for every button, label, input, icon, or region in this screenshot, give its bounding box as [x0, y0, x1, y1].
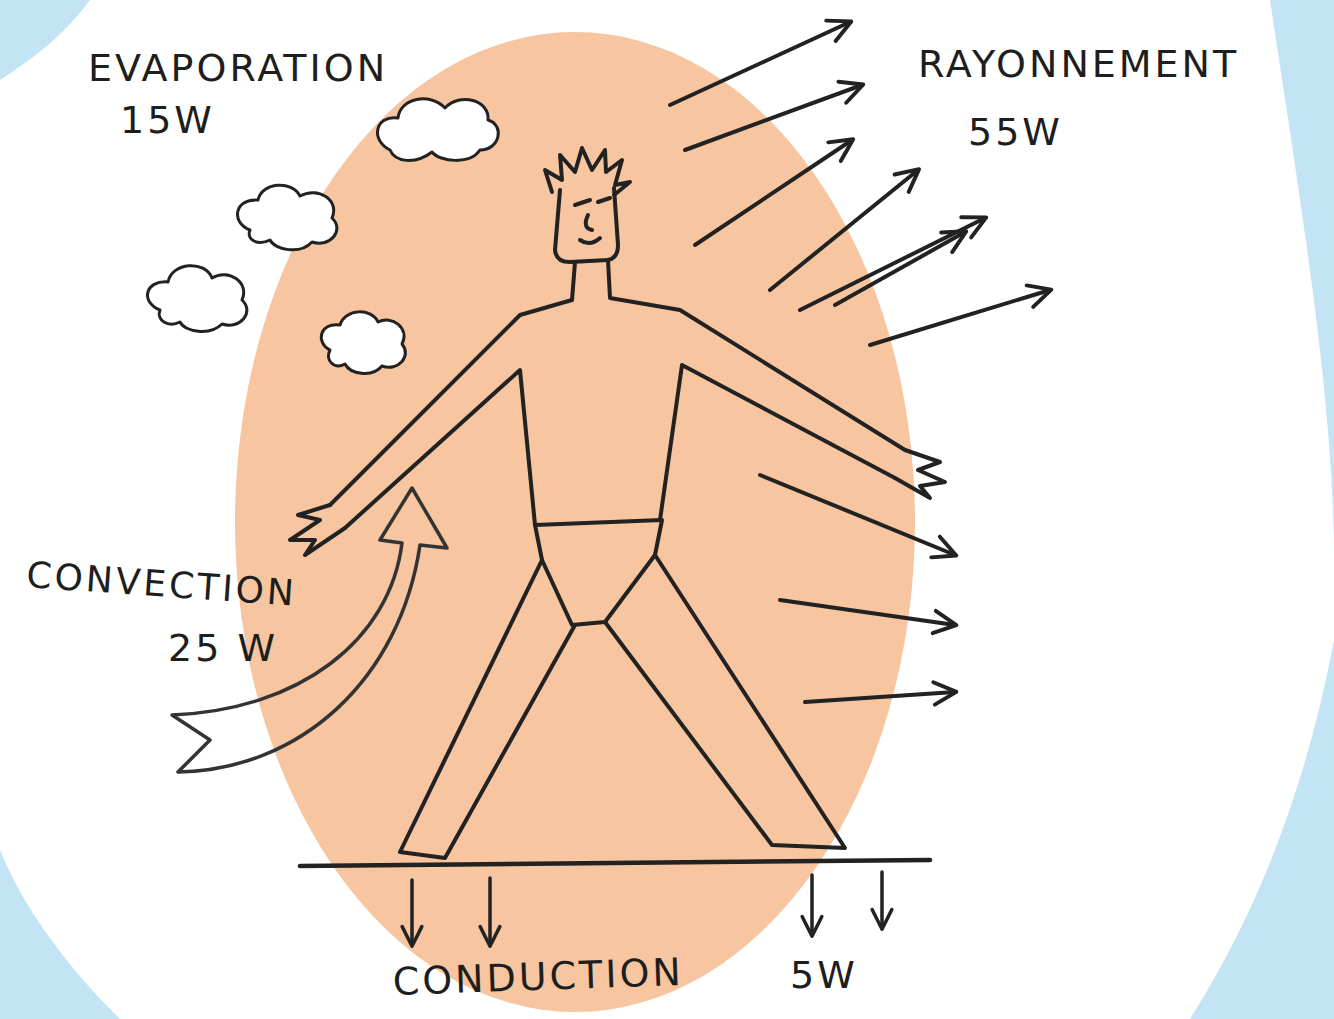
right-leg: [605, 555, 845, 848]
face: [575, 198, 610, 243]
briefs: [535, 520, 662, 625]
left-hand: [290, 505, 345, 555]
conduction-arrow: [810, 875, 814, 935]
right-arm-top: [608, 260, 905, 450]
conduction-arrows: [412, 872, 882, 945]
heat-loss-name: CONVECTION: [25, 555, 298, 613]
radiation-arrow: [870, 290, 1050, 345]
radiation-arrow: [670, 22, 850, 105]
left-leg: [400, 560, 575, 858]
radiation-arrow: [685, 85, 862, 150]
vapour-cloud: [378, 99, 499, 161]
head: [555, 188, 618, 262]
radiation-arrow: [695, 140, 852, 245]
conduction-arrow: [880, 872, 884, 928]
vapour-cloud: [238, 185, 337, 250]
radiation-arrow: [780, 600, 955, 625]
heat-loss-name: EVAPORATION: [88, 48, 388, 90]
vapour-cloud: [321, 312, 405, 374]
heat-loss-name: RAYONNEMENT: [918, 44, 1239, 86]
left-arm-bottom: [345, 370, 535, 528]
conduction-arrow: [488, 878, 492, 945]
right-arm-bottom: [660, 365, 895, 520]
right-hand: [895, 450, 945, 498]
heat-loss-value: 15W: [120, 100, 215, 142]
heat-loss-value: 5W: [790, 955, 858, 997]
ground-line: [300, 860, 930, 866]
radiation-arrow: [805, 692, 955, 702]
radiation-arrow: [800, 218, 985, 310]
vapour-cloud: [148, 266, 247, 332]
human-figure: [290, 148, 945, 858]
heat-loss-value: 25 W: [168, 628, 278, 670]
left-arm-top: [330, 262, 575, 505]
heat-loss-name: CONDUCTION: [392, 952, 685, 1004]
heat-loss-value: 55W: [968, 112, 1063, 154]
radiation-arrow: [835, 232, 965, 305]
hair: [545, 148, 630, 195]
conduction-arrow: [410, 880, 414, 945]
